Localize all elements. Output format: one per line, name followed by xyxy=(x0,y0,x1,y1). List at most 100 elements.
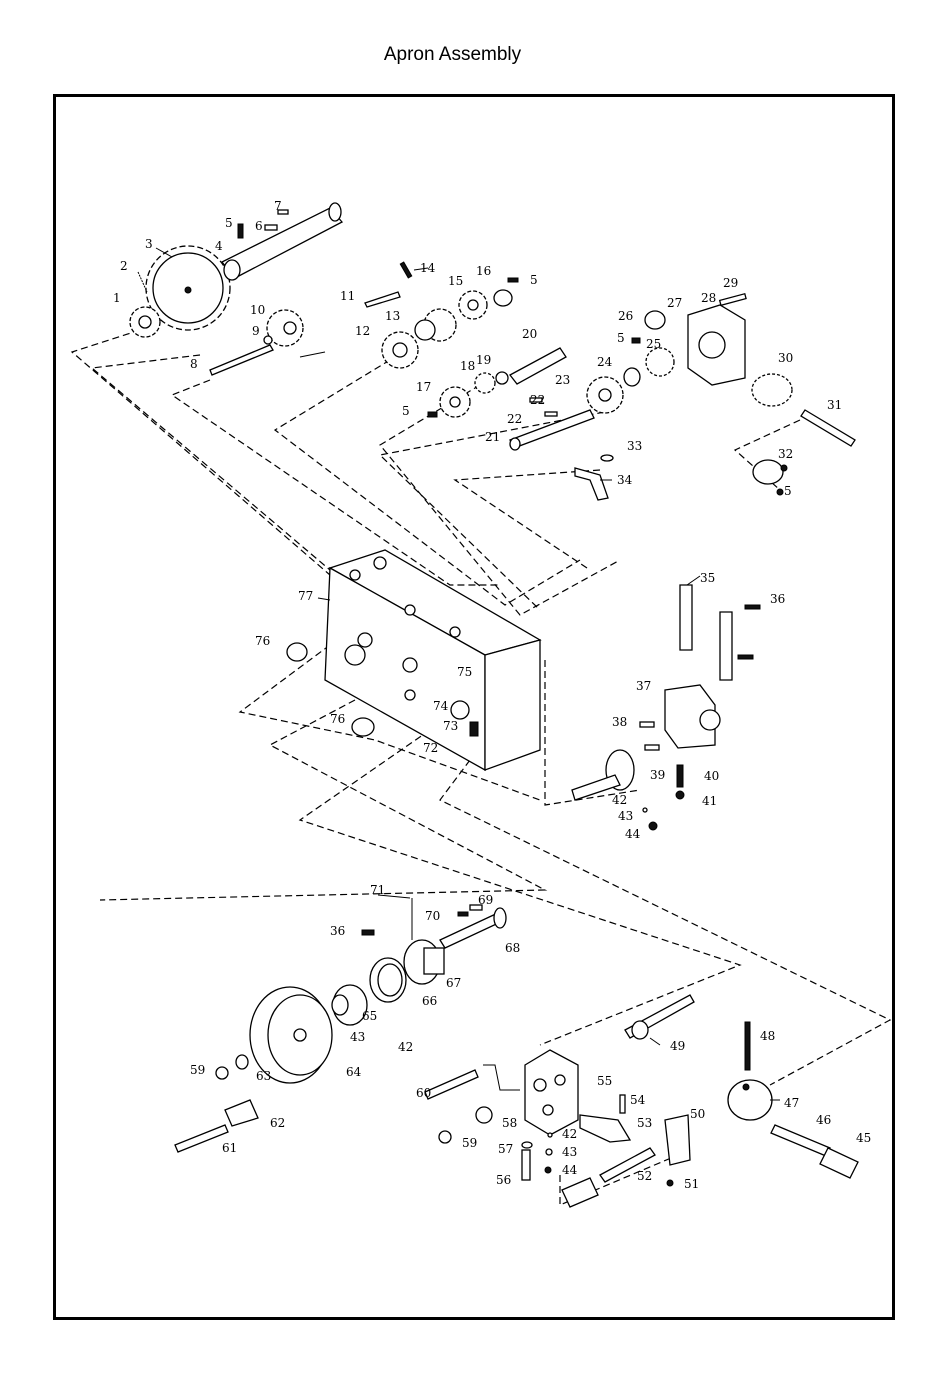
gear-shaft-68 xyxy=(440,908,506,948)
label-42a: 42 xyxy=(612,793,627,807)
label-62: 62 xyxy=(270,1116,285,1130)
bolt-56 xyxy=(522,1150,530,1180)
label-45: 45 xyxy=(856,1131,871,1145)
label-57: 57 xyxy=(498,1142,513,1156)
half-nut-37 xyxy=(665,685,720,748)
label-13: 13 xyxy=(385,309,400,323)
label-76b: 76 xyxy=(330,712,345,726)
label-41: 41 xyxy=(702,794,717,808)
knob-47 xyxy=(728,1080,772,1120)
label-5b: 5 xyxy=(530,273,538,287)
label-8: 8 xyxy=(190,357,198,371)
pin-11 xyxy=(365,292,400,307)
label-4: 4 xyxy=(215,239,223,253)
label-5d: 5 xyxy=(617,331,625,345)
label-74: 74 xyxy=(433,699,449,713)
label-58: 58 xyxy=(502,1116,517,1130)
label-14: 14 xyxy=(420,261,436,275)
label-24: 24 xyxy=(597,355,613,369)
label-65: 65 xyxy=(362,1009,377,1023)
label-44a: 44 xyxy=(625,827,641,841)
label-38: 38 xyxy=(612,715,627,729)
label-42b: 42 xyxy=(398,1040,413,1054)
spring-2 xyxy=(138,272,147,292)
ring-19 xyxy=(496,372,508,384)
label-33: 33 xyxy=(627,439,642,453)
label-22a: 22 xyxy=(530,393,545,407)
label-32: 32 xyxy=(778,447,793,461)
handle-62 xyxy=(225,1100,258,1126)
pin-48 xyxy=(745,1022,750,1070)
label-25: 25 xyxy=(646,337,661,351)
label-43c: 43 xyxy=(562,1145,577,1159)
screws-36 xyxy=(738,605,760,659)
gib-35 xyxy=(680,585,692,650)
bushing-58 xyxy=(476,1107,492,1123)
label-10: 10 xyxy=(250,303,265,317)
screw-28-29 xyxy=(720,294,746,306)
screw-5c xyxy=(428,412,437,417)
label-19: 19 xyxy=(476,353,491,367)
label-9: 9 xyxy=(252,324,260,338)
spring-40-41 xyxy=(676,765,684,799)
bolt-61 xyxy=(175,1125,228,1152)
screw-36b xyxy=(362,930,374,935)
label-11: 11 xyxy=(340,289,355,303)
label-75: 75 xyxy=(457,665,472,679)
worm-30 xyxy=(752,374,792,406)
parts-42-44 xyxy=(545,1133,552,1173)
label-60: 60 xyxy=(416,1086,431,1100)
label-42c: 42 xyxy=(562,1127,577,1141)
gear-23 xyxy=(587,377,623,413)
label-68: 68 xyxy=(505,941,520,955)
label-70: 70 xyxy=(425,909,440,923)
label-72: 72 xyxy=(423,741,438,755)
label-61: 61 xyxy=(222,1141,237,1155)
label-6: 6 xyxy=(255,219,263,233)
collar-32 xyxy=(753,460,783,484)
bracket-27 xyxy=(688,305,745,385)
label-2: 2 xyxy=(120,259,128,273)
label-12: 12 xyxy=(355,324,370,338)
label-47: 47 xyxy=(784,1096,799,1110)
screw-5d xyxy=(632,338,640,343)
bolt-60 xyxy=(425,1070,478,1099)
label-43b: 43 xyxy=(350,1030,365,1044)
bushing-24 xyxy=(624,368,640,386)
bracket-50 xyxy=(665,1115,690,1165)
screw-54 xyxy=(620,1095,625,1113)
label-27: 27 xyxy=(667,296,682,310)
gear-12 xyxy=(382,332,418,368)
ball-42-44 xyxy=(643,808,657,830)
screw-51 xyxy=(667,1180,673,1186)
label-50: 50 xyxy=(690,1107,705,1121)
label-5c: 5 xyxy=(402,404,410,418)
bushing-16 xyxy=(494,290,512,306)
label-16: 16 xyxy=(476,264,491,278)
shaft-46 xyxy=(771,1125,830,1156)
label-71: 71 xyxy=(370,883,385,897)
label-31: 31 xyxy=(827,398,842,412)
label-34: 34 xyxy=(617,473,633,487)
label-48: 48 xyxy=(760,1029,775,1043)
label-18: 18 xyxy=(460,359,475,373)
plug-76a xyxy=(287,643,307,661)
washer-9 xyxy=(264,336,272,344)
label-35: 35 xyxy=(700,571,715,585)
label-67: 67 xyxy=(446,976,461,990)
label-56: 56 xyxy=(496,1173,511,1187)
label-66: 66 xyxy=(422,994,437,1008)
shaft-8 xyxy=(210,345,273,375)
cover-plate xyxy=(345,645,365,665)
flange-67 xyxy=(404,940,444,984)
label-22b: 22 xyxy=(507,412,522,426)
bracket-55 xyxy=(525,1050,578,1135)
label-53: 53 xyxy=(637,1116,652,1130)
label-44b: 44 xyxy=(562,1163,578,1177)
label-1: 1 xyxy=(113,291,121,305)
label-39: 39 xyxy=(650,768,665,782)
gear-cluster-13 xyxy=(415,309,456,341)
label-69: 69 xyxy=(478,893,493,907)
key-31 xyxy=(801,410,855,446)
label-36b: 36 xyxy=(330,924,345,938)
